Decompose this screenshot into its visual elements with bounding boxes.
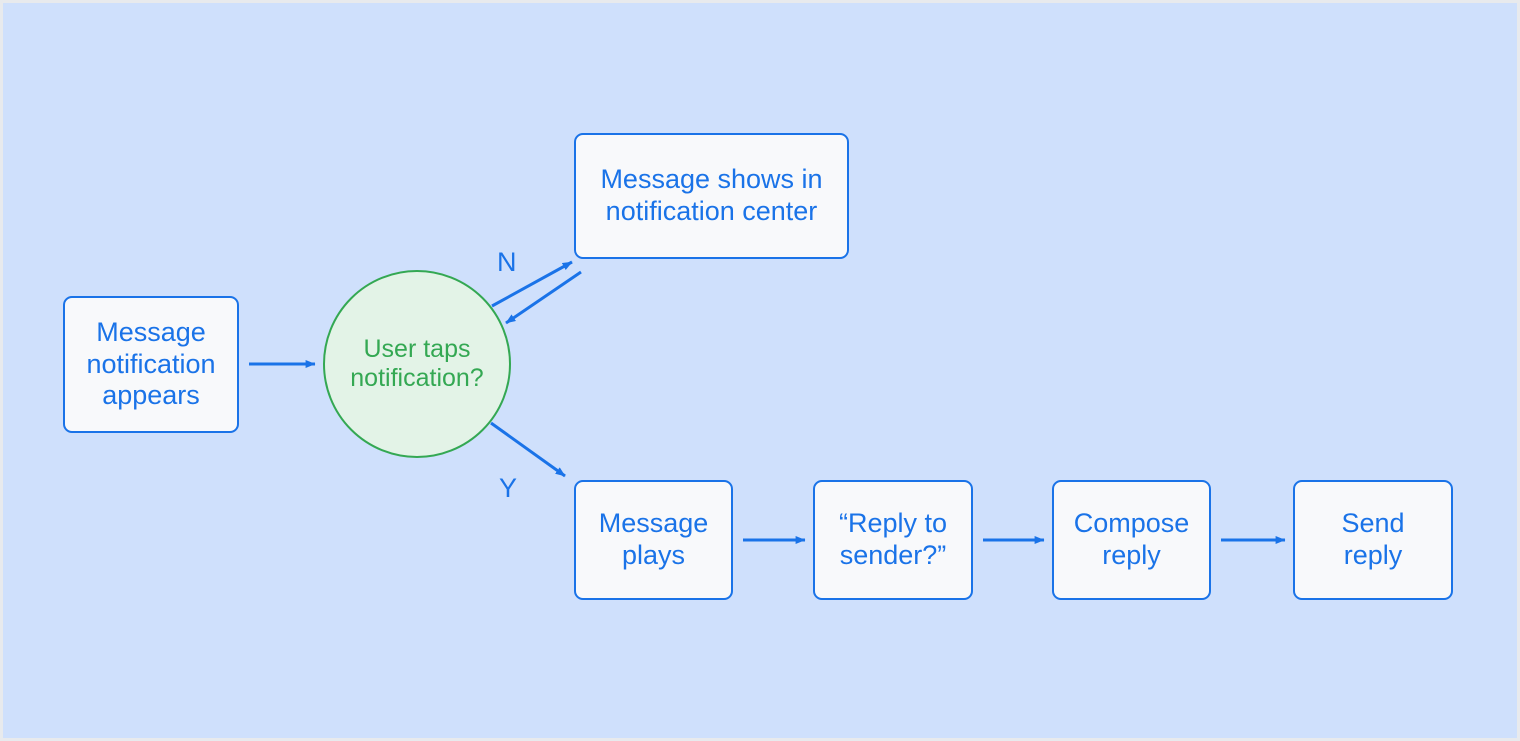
node-label: “Reply to sender?” <box>838 508 948 570</box>
branch-label-n: N <box>497 247 517 277</box>
node-label: Message notification appears <box>86 316 216 411</box>
node-label: Message plays <box>598 508 709 570</box>
node-label: Send reply <box>1341 508 1405 570</box>
node-label: Compose reply <box>1073 508 1190 570</box>
node-user-taps-notification[interactable]: User taps notification? <box>323 270 511 458</box>
node-message-notification-appears[interactable]: Message notification appears <box>63 296 239 433</box>
edge-decision-to-message-plays <box>490 421 566 478</box>
node-message-plays[interactable]: Message plays <box>574 480 733 600</box>
node-label: Message shows in notification center <box>600 164 823 226</box>
node-reply-to-sender[interactable]: “Reply to sender?” <box>813 480 973 600</box>
node-compose-reply[interactable]: Compose reply <box>1052 480 1211 600</box>
branch-label-y: Y <box>499 473 518 503</box>
edge-notification-center-to-decision <box>505 270 582 325</box>
node-label: User taps notification? <box>350 334 484 393</box>
node-send-reply[interactable]: Send reply <box>1293 480 1453 600</box>
node-message-shows-in-notification-center[interactable]: Message shows in notification center <box>574 133 849 259</box>
